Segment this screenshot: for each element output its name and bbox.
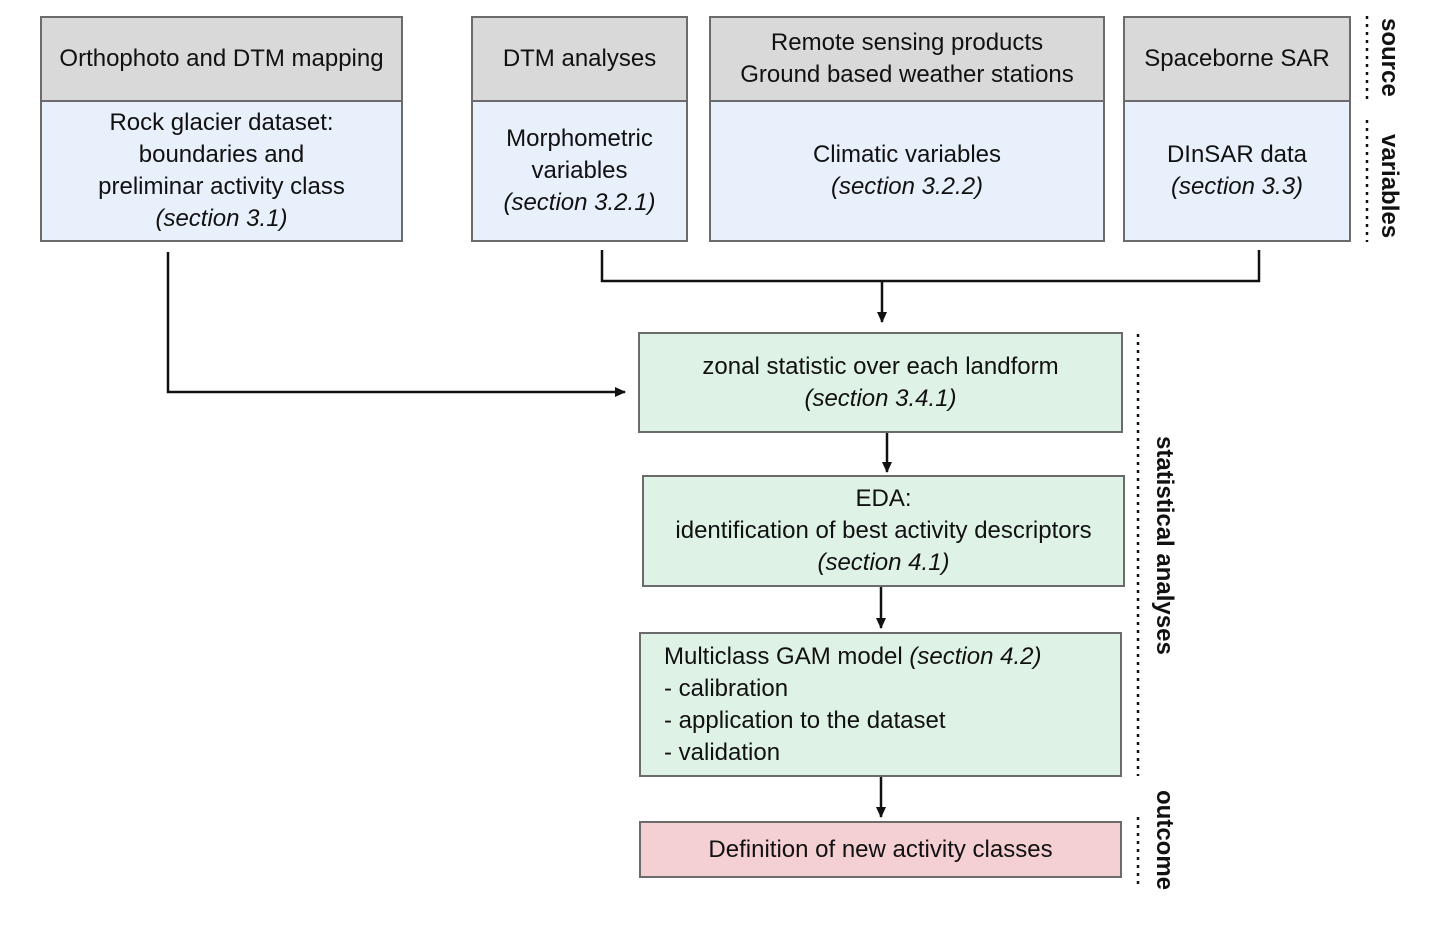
header-orthophoto: Orthophoto and DTM mapping [40,16,403,102]
header-dtm-label: DTM analyses [502,45,657,72]
header-remote-sensing: Remote sensing products Ground based wea… [709,16,1105,102]
header-remote-line2: Ground based weather stations [740,61,1074,88]
box-morphometric-variables: Morphometric variables (section 3.2.1) [471,100,688,242]
rock-section: (section 3.1) [155,205,288,232]
gam-section: (section 4.2) [909,643,1042,670]
eda-line1: EDA: [855,485,912,512]
rock-line3: preliminar activity class [98,173,345,200]
morph-line1: Morphometric [506,125,653,152]
box-multiclass-gam: Multiclass GAM model (section 4.2) - cal… [639,632,1122,777]
rock-line1: Rock glacier dataset: [109,109,334,136]
box-zonal-statistic: zonal statistic over each landform (sect… [638,332,1123,433]
arrow-from-rock-glacier [166,252,626,397]
gam-item: - calibration [664,675,789,702]
dinsar-section: (section 3.3) [1170,173,1304,200]
header-orthophoto-label: Orthophoto and DTM mapping [59,45,384,72]
gam-item: - validation [664,739,781,766]
box-rock-glacier-dataset: Rock glacier dataset: boundaries and pre… [40,100,403,242]
climatic-label: Climatic variables [812,141,1002,168]
side-label-outcome: outcome [1151,790,1178,891]
gam-title-line: Multiclass GAM model (section 4.2) [664,641,1120,673]
climatic-section: (section 3.2.2) [830,173,984,200]
header-spaceborne-sar: Spaceborne SAR [1123,16,1351,102]
side-label-source: source [1376,18,1403,97]
header-remote-line1: Remote sensing products [770,29,1044,56]
header-dtm-analyses: DTM analyses [471,16,688,102]
morph-line2: variables [531,157,628,184]
dinsar-label: DInSAR data [1166,141,1308,168]
bracket-connector [600,250,1261,283]
zonal-section: (section 3.4.1) [804,384,957,412]
eda-line2: identification of best activity descript… [675,517,1092,544]
header-sar-label: Spaceborne SAR [1144,45,1330,72]
rock-line2: boundaries and [138,141,305,168]
gam-item: - application to the dataset [664,707,946,734]
eda-section: (section 4.1) [817,549,950,576]
morph-section: (section 3.2.1) [503,189,656,216]
zonal-label: zonal statistic over each landform [702,352,1059,380]
side-label-variables: variables [1376,134,1403,239]
outcome-label: Definition of new activity classes [708,835,1053,863]
box-climatic-variables: Climatic variables (section 3.2.2) [709,100,1105,242]
box-outcome: Definition of new activity classes [639,821,1122,878]
box-dinsar-data: DInSAR data (section 3.3) [1123,100,1351,242]
side-label-statistical-analyses: statistical analyses [1151,436,1178,655]
gam-title: Multiclass GAM model [664,643,903,670]
box-eda: EDA: identification of best activity des… [642,475,1125,587]
